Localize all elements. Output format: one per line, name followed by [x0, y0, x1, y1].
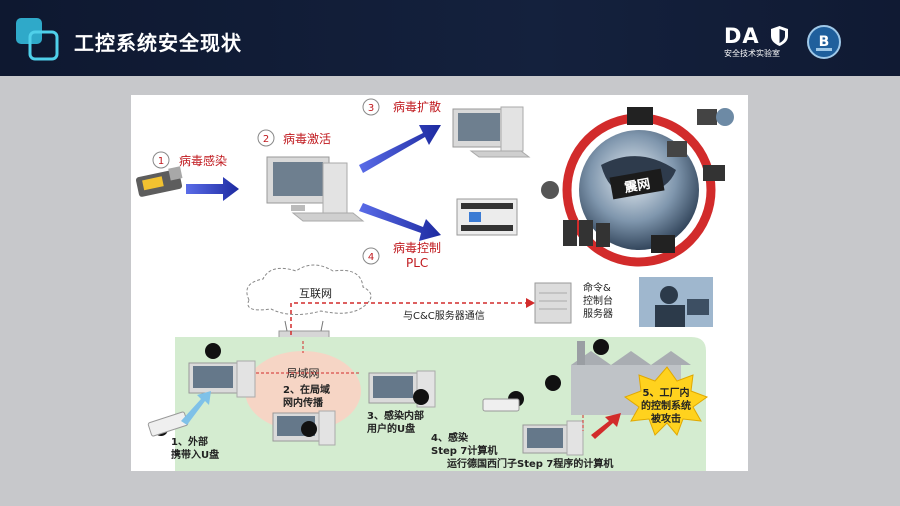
factory-label-3: 被攻击	[651, 412, 681, 425]
step-3-label: 病毒扩散	[393, 99, 441, 114]
dao-lab-logo: DA 安全技术实验室	[724, 24, 788, 60]
stuxnet-diagram-panel: 1 病毒感染 2 病毒激活 3 病毒扩散 4 病毒控制	[131, 95, 748, 471]
round-badge-logo: B	[807, 25, 841, 59]
cc-server-label-2: 控制台	[583, 294, 613, 307]
step-1-marker: 1	[153, 152, 169, 168]
usb-infect-label-2: 用户的U盘	[366, 422, 415, 435]
internet-label: 互联网	[299, 287, 332, 300]
step-3-number: 3	[368, 103, 374, 114]
bottom-caption: 运行德国西门子Step 7程序的计算机	[447, 457, 613, 470]
cc-server-icon	[535, 283, 571, 323]
step7-label-2: Step 7计算机	[431, 444, 497, 457]
step-4-label: 病毒控制	[393, 240, 441, 255]
page-title: 工控系统安全现状	[74, 27, 242, 56]
usb-carry-label-1: 1、外部	[171, 435, 208, 448]
flow-arrow-2	[359, 125, 441, 173]
plc-device-icon	[457, 199, 517, 235]
factory-label-1: 5、工厂内	[643, 386, 690, 399]
step-2-marker: 2	[258, 130, 274, 146]
cc-comm-arrow	[526, 298, 535, 308]
cc-server-label-3: 服务器	[583, 307, 613, 320]
step-1-number: 1	[158, 156, 164, 167]
flow-arrow-1	[186, 177, 239, 201]
flow-arrow-3	[359, 203, 441, 241]
usb-carry-label-2: 携带入U盘	[171, 448, 219, 461]
internal-usb-icon	[483, 399, 519, 411]
step-4-label-plc: PLC	[406, 256, 428, 270]
lan-spread-label-1: 2、在局域	[283, 383, 330, 396]
factory-label-2: 的控制系统	[641, 399, 691, 412]
step-4-number: 4	[368, 252, 374, 263]
lan-spread-label-2: 网内传播	[283, 396, 324, 409]
cc-server-label-1: 命令&	[583, 281, 611, 294]
step-4-marker: 4	[363, 248, 379, 264]
step-2-label: 病毒激活	[283, 131, 331, 146]
header-bar: 工控系统安全现状 DA 安全技术实验室 B	[0, 0, 900, 76]
step-1-label: 病毒感染	[179, 153, 227, 168]
step7-pc-icon	[523, 421, 583, 455]
dao-logo-subtitle: 安全技术实验室	[724, 48, 780, 59]
hacker-image	[639, 277, 713, 327]
spread-pc-icon	[453, 107, 529, 157]
usb-drive-icon	[135, 166, 182, 197]
dao-logo-text: DA	[724, 24, 760, 48]
cc-comm-label: 与C&C服务器通信	[403, 309, 485, 322]
stuxnet-globe: 震网	[541, 107, 734, 262]
lan-pc-left-icon	[189, 361, 255, 397]
step-3-marker: 3	[363, 99, 379, 115]
shield-icon	[771, 26, 788, 46]
step-2-number: 2	[263, 134, 269, 145]
step7-label-1: 4、感染	[431, 431, 469, 444]
usb-infect-label-1: 3、感染内部	[367, 409, 424, 422]
activated-pc-icon	[267, 157, 363, 221]
app-logo-icon	[14, 16, 60, 62]
b-badge-icon: B	[809, 27, 839, 57]
svg-text:B: B	[819, 34, 830, 50]
stuxnet-attack-diagram: 1 病毒感染 2 病毒激活 3 病毒扩散 4 病毒控制	[131, 95, 748, 471]
